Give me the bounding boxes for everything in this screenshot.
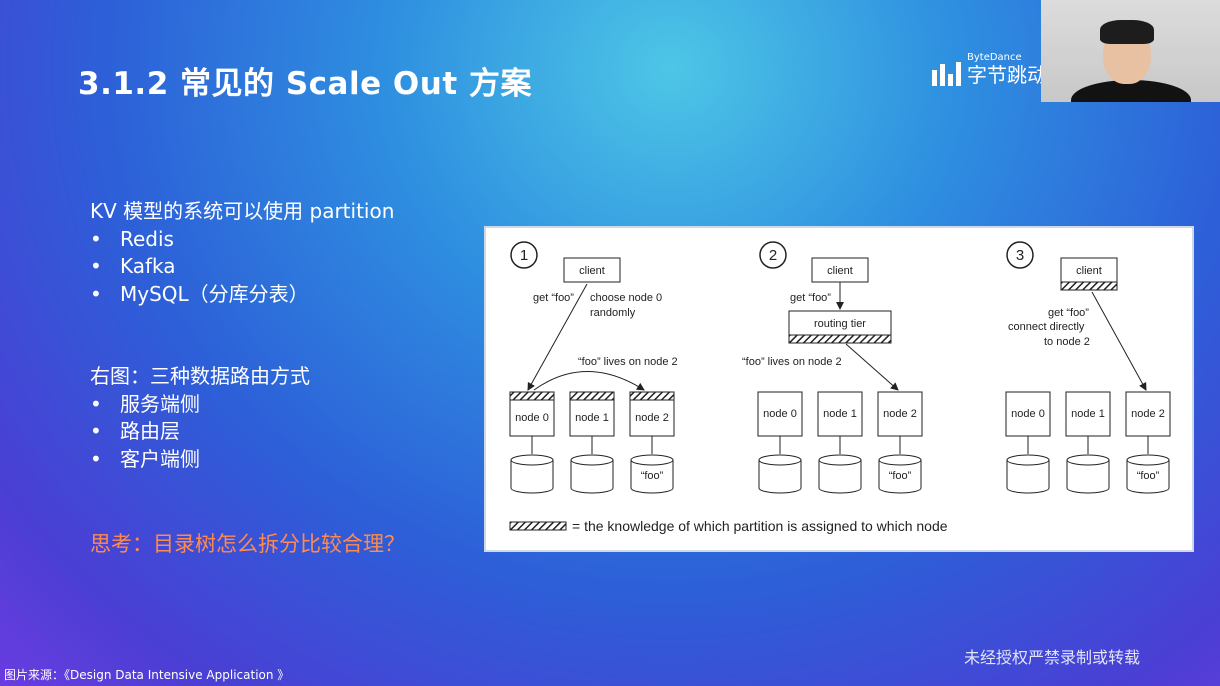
svg-text:client: client — [1076, 265, 1102, 277]
panel3-to-node2: to node 2 — [1044, 336, 1090, 348]
routing-item: 客户端侧 — [90, 446, 310, 474]
svg-text:client: client — [827, 265, 853, 277]
system-item: Redis — [90, 226, 394, 254]
svg-text:“foo”: “foo” — [889, 470, 912, 482]
panel3-connect: connect directly — [1008, 321, 1085, 333]
panel1-db1 — [571, 455, 613, 493]
svg-text:node 2: node 2 — [635, 412, 669, 424]
panel1-get-foo: get “foo” — [533, 292, 574, 304]
intro-text: KV 模型的系统可以使用 partition — [90, 198, 394, 226]
panel1-db0 — [511, 455, 553, 493]
svg-text:node 0: node 0 — [763, 408, 797, 420]
system-item: MySQL（分库分表） — [90, 281, 394, 309]
legend-hatch-swatch — [510, 522, 566, 530]
svg-text:node 1: node 1 — [823, 408, 857, 420]
panel1-client-label: client — [579, 265, 605, 277]
svg-text:node 2: node 2 — [883, 408, 917, 420]
slide-title: 3.1.2 常见的 Scale Out 方案 — [78, 58, 532, 103]
routing-item: 服务端侧 — [90, 391, 310, 419]
svg-text:“foo”: “foo” — [1137, 470, 1160, 482]
panel3-db2: “foo” — [1127, 455, 1169, 493]
panel2-db1 — [819, 455, 861, 493]
panel1-number: 1 — [520, 247, 528, 264]
panel2-lives-on: “foo” lives on node 2 — [742, 356, 842, 368]
panel3-db0 — [1007, 455, 1049, 493]
svg-text:node 0: node 0 — [515, 412, 549, 424]
bytedance-logo: ByteDance 字节跳动 — [932, 52, 1047, 86]
panel3-db1 — [1067, 455, 1109, 493]
presenter-webcam — [1041, 0, 1220, 102]
panel1-randomly: randomly — [590, 307, 636, 319]
routing-list: 右图：三种数据路由方式 服务端侧 路由层 客户端侧 — [90, 363, 310, 473]
system-item: Kafka — [90, 253, 394, 281]
panel1-lives-on: “foo” lives on node 2 — [578, 356, 678, 368]
copyright-watermark: 未经授权严禁录制或转载 — [964, 644, 1140, 668]
svg-text:routing tier: routing tier — [814, 318, 866, 330]
svg-text:node 1: node 1 — [575, 412, 609, 424]
panel3-number: 3 — [1016, 247, 1024, 264]
diagram-caption: 右图：三种数据路由方式 — [90, 363, 310, 391]
panel1-arrow-forward — [534, 372, 644, 391]
routing-diagram-svg: 1 client get “foo” choose node 0 randoml… — [486, 228, 1192, 550]
panel2-db2: “foo” — [879, 455, 921, 493]
panel3-get-foo: get “foo” — [1048, 307, 1089, 319]
question-text: 思考：目录树怎么拆分比较合理？ — [90, 528, 405, 558]
svg-text:node 2: node 2 — [1131, 408, 1165, 420]
routing-item: 路由层 — [90, 418, 310, 446]
logo-bars-icon — [932, 62, 961, 86]
panel2-number: 2 — [769, 247, 777, 264]
kv-systems-list: KV 模型的系统可以使用 partition Redis Kafka MySQL… — [90, 198, 394, 308]
routing-diagram: 1 client get “foo” choose node 0 randoml… — [484, 226, 1194, 552]
panel1-choose: choose node 0 — [590, 292, 662, 304]
presenter-hair — [1100, 20, 1154, 44]
panel2-get-foo: get “foo” — [790, 292, 831, 304]
svg-text:node 1: node 1 — [1071, 408, 1105, 420]
legend-text: = the knowledge of which partition is as… — [572, 518, 948, 534]
logo-big-text: 字节跳动 — [967, 64, 1047, 86]
svg-text:“foo”: “foo” — [641, 470, 664, 482]
panel2-db0 — [759, 455, 801, 493]
svg-text:node 0: node 0 — [1011, 408, 1045, 420]
image-source-footer: 图片来源：《Design Data Intensive Application … — [4, 666, 289, 683]
panel1-db2: “foo” — [631, 455, 673, 493]
